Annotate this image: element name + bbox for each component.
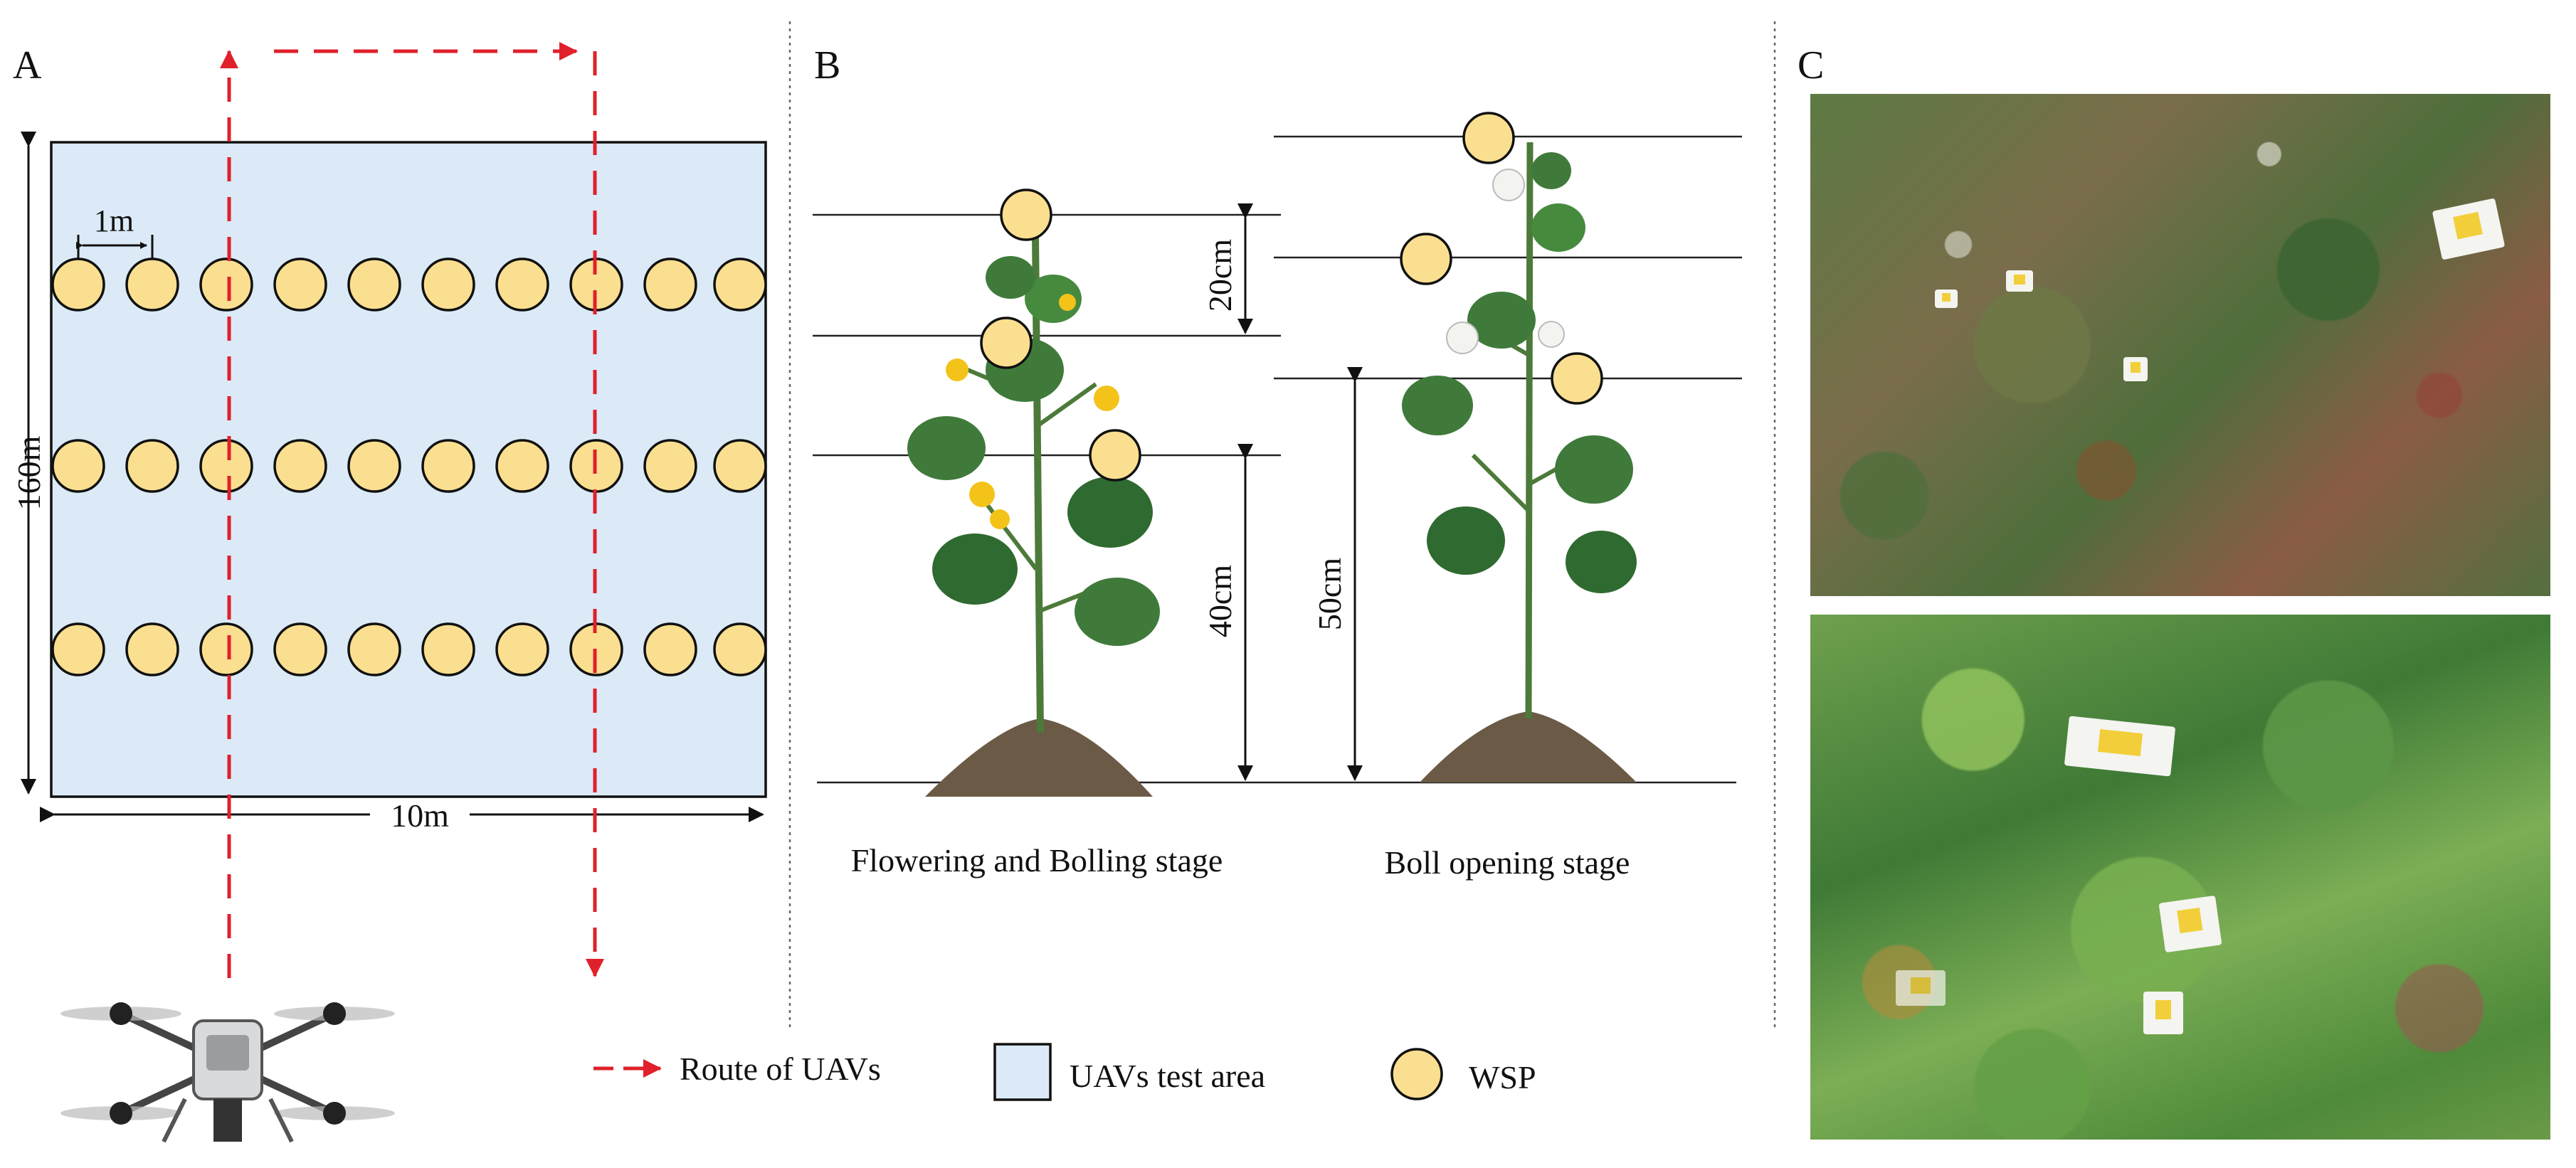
wsp-marker (273, 622, 327, 676)
legend-wsp-swatch (1390, 1048, 1443, 1100)
wsp-marker (125, 258, 179, 312)
wsp-marker (273, 258, 327, 312)
wsp-marker (347, 622, 401, 676)
wsp-marker (643, 439, 697, 493)
panel-b: B 20cm 40cm 50cm (813, 43, 1742, 881)
wsp-marker (125, 622, 179, 676)
panel-a: A 1m 160m 10m (11, 42, 767, 1143)
panel-c-letter: C (1798, 43, 1824, 87)
width-label: 10m (391, 797, 449, 834)
wsp-marker (421, 622, 475, 676)
legend-route-label: Route of UAVs (680, 1051, 881, 1087)
legend-area-swatch (993, 1043, 1052, 1101)
wsp-marker (495, 439, 549, 493)
cotton-field-photo-top (1810, 94, 2550, 596)
wsp-marker (51, 258, 105, 312)
wsp-marker (713, 622, 767, 676)
gap-label: 20cm (1202, 239, 1238, 312)
height-right-label: 50cm (1311, 558, 1348, 630)
wsp-marker (421, 439, 475, 493)
legend-wsp-label: WSP (1469, 1059, 1536, 1095)
panel-a-letter: A (13, 43, 42, 87)
cotton-plant-icon (907, 234, 1160, 797)
cotton-field-photo-bottom (1810, 615, 2550, 1140)
wsp-marker (643, 622, 697, 676)
wsp-marker (199, 258, 253, 312)
length-label: 160m (11, 435, 47, 510)
wsp-marker (421, 258, 475, 312)
wsp-marker (1551, 352, 1603, 405)
wsp-marker (1089, 429, 1141, 482)
wsp-marker (1462, 112, 1515, 164)
cotton-plant-icon (1402, 142, 1637, 782)
wsp-marker (1400, 233, 1452, 285)
panel-b-letter: B (814, 43, 840, 87)
drone-icon (60, 1002, 395, 1143)
wsp-marker (495, 258, 549, 312)
wsp-marker (1000, 189, 1052, 241)
wsp-marker (347, 439, 401, 493)
wsp-marker (347, 258, 401, 312)
stage-left-label: Flowering and Bolling stage (851, 842, 1223, 878)
spacing-label: 1m (94, 203, 134, 238)
wsp-marker (51, 439, 105, 493)
wsp-marker (643, 258, 697, 312)
legend-area-label: UAVs test area (1070, 1058, 1265, 1094)
wsp-marker (713, 258, 767, 312)
height-left-label: 40cm (1202, 565, 1238, 637)
wsp-marker (199, 622, 253, 676)
wsp-marker (199, 439, 253, 493)
stage-right-label: Boll opening stage (1385, 844, 1630, 881)
wsp-marker (273, 439, 327, 493)
wsp-grid (51, 258, 767, 676)
wsp-marker (51, 622, 105, 676)
legend: Route of UAVs UAVs test area WSP (593, 1043, 1536, 1101)
wsp-marker (125, 439, 179, 493)
wsp-marker (980, 317, 1033, 369)
wsp-marker (495, 622, 549, 676)
wsp-marker (713, 439, 767, 493)
